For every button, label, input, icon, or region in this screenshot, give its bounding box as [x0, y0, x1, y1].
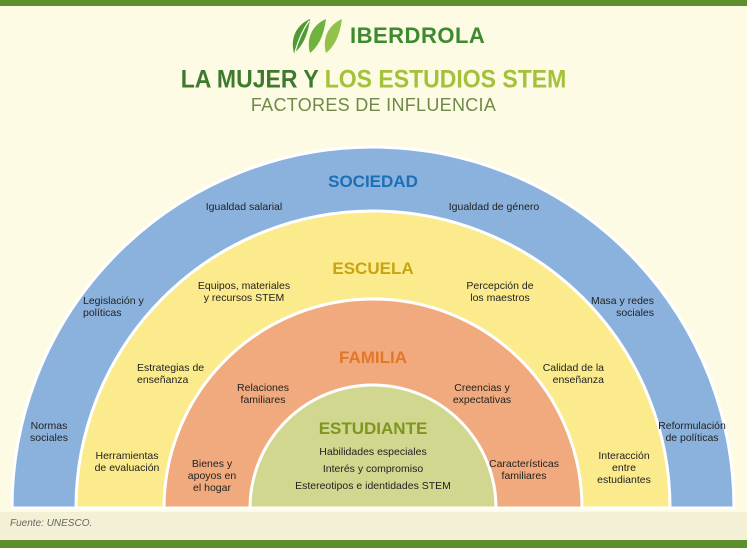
label-line: Creencias y: [454, 382, 510, 394]
logo: IBERDROLA: [288, 16, 485, 56]
label-line: Equipos, materiales: [198, 280, 290, 292]
label-line: los maestros: [470, 292, 530, 304]
label-line: familiares: [502, 470, 547, 482]
label-line: familiares: [241, 394, 286, 406]
label-line: Habilidades especiales: [319, 446, 426, 458]
label-line: Características: [489, 458, 559, 470]
bottom-bar: [0, 540, 747, 548]
label-estudiante-2: Estereotipos e identidades STEM: [295, 480, 451, 492]
label-line: Estereotipos e identidades STEM: [295, 480, 451, 492]
label-line: entre: [612, 462, 636, 474]
logo-text: IBERDROLA: [350, 23, 486, 48]
label-line: Bienes y: [192, 458, 233, 470]
label-line: de políticas: [665, 432, 718, 444]
label-line: Percepción de: [466, 280, 533, 292]
iberdrola-leaves-icon: [292, 19, 342, 53]
label-line: el hogar: [193, 482, 231, 494]
label-line: Igualdad salarial: [206, 201, 282, 213]
title-part-2: LOS ESTUDIOS STEM: [324, 64, 567, 93]
label-sociedad-0: Igualdad salarial: [206, 201, 282, 213]
page-title: LA MUJER Y LOS ESTUDIOS STEM: [0, 65, 747, 94]
top-bar: [0, 0, 747, 6]
label-estudiante-0: Habilidades especiales: [319, 446, 426, 458]
label-line: de evaluación: [95, 462, 160, 474]
ring-title-escuela: ESCUELA: [332, 259, 413, 278]
ring-title-sociedad: SOCIEDAD: [328, 172, 418, 191]
label-line: enseñanza: [553, 374, 605, 386]
label-line: Interés y compromiso: [323, 463, 424, 475]
label-line: Reformulación: [658, 420, 726, 432]
ring-title-familia: FAMILIA: [339, 348, 407, 367]
label-line: Herramientas: [95, 450, 158, 462]
label-line: Legislación y: [83, 295, 144, 307]
factor-labels: Igualdad salarial Igualdad de géneroLegis…: [30, 201, 726, 494]
label-line: Relaciones: [237, 382, 289, 394]
title-part-1: LA MUJER Y: [180, 64, 325, 93]
label-line: sociales: [30, 432, 68, 444]
label-estudiante-1: Interés y compromiso: [323, 463, 424, 475]
footer-band: [0, 512, 747, 540]
label-line: Interacción: [598, 450, 650, 462]
label-line: estudiantes: [597, 474, 651, 486]
label-line: apoyos en: [188, 470, 237, 482]
label-line: Masa y redes: [591, 295, 654, 307]
source-note: Fuente: UNESCO.: [10, 518, 93, 529]
page-subtitle: FACTORES DE INFLUENCIA: [250, 95, 497, 115]
label-line: Normas: [31, 420, 68, 432]
label-line: Calidad de la: [543, 362, 604, 374]
ring-estudiante: [248, 383, 498, 510]
label-line: y recursos STEM: [204, 292, 285, 304]
label-line: Estrategias de: [137, 362, 204, 374]
label-sociedad-1: Igualdad de género: [449, 201, 540, 213]
label-line: expectativas: [453, 394, 511, 406]
label-line: políticas: [83, 307, 122, 319]
label-line: Igualdad de género: [449, 201, 540, 213]
label-line: sociales: [616, 307, 654, 319]
ring-title-estudiante: ESTUDIANTE: [319, 419, 428, 438]
label-line: enseñanza: [137, 374, 189, 386]
